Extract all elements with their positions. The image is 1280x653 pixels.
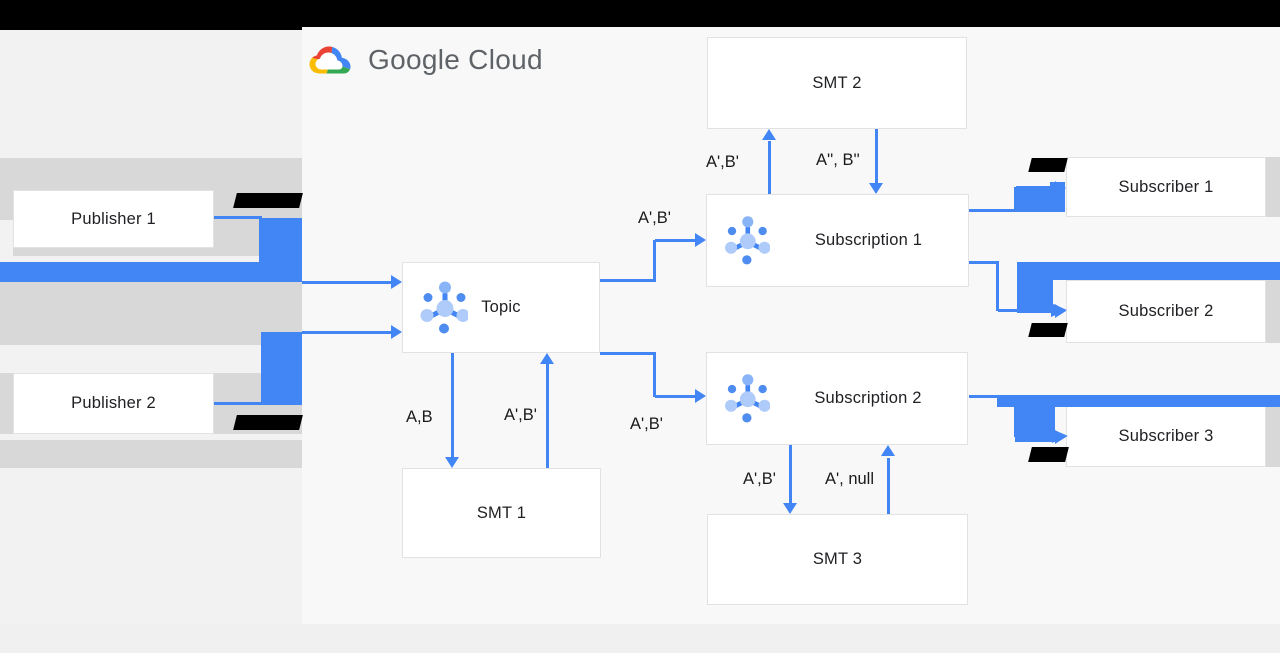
annotation-blue-block-subscriber2 [1017,280,1053,313]
edge-label-topic-sub1: A',B' [638,209,671,227]
subscriber-2-node: Subscriber 2 [1066,280,1266,343]
google-cloud-icon [309,46,351,74]
smt-2-label: SMT 2 [812,73,862,92]
edge-topic-sub2-seg2 [653,352,656,397]
edge-topic-sub1-seg1 [600,279,656,282]
publisher-2-node: Publisher 2 [13,373,214,434]
edge-sub1-subscriber1-seg1 [969,209,1016,212]
edge-into-topic-lower [302,331,391,334]
topic-label: Topic [481,298,521,316]
gray-strip-subscriber2 [1266,280,1280,343]
gray-band-publisher2-bottom [0,440,302,468]
edge-into-topic-upper [302,281,391,284]
annotation-blue-block-publisher1 [259,218,302,264]
top-black-bar [0,0,1280,27]
edge-topic-sub1-seg3 [655,239,696,242]
arrowhead-sub2-smt3 [783,503,797,514]
subscriber-2-label: Subscriber 2 [1118,302,1214,320]
edge-topic-sub2-seg1 [600,352,656,355]
subscription-2-label: Subscription 2 [814,389,922,407]
arrowhead-into-topic-lower [391,325,402,339]
black-mark-publisher2 [233,415,303,430]
annotation-blue-bar-publisher1 [0,262,302,282]
smt-1-node: SMT 1 [402,468,601,558]
gray-strip-subscriber1 [1266,157,1280,217]
smt-2-node: SMT 2 [707,37,967,129]
edge-label-smt3-sub2: A', null [825,470,875,488]
google-cloud-logo: Google Cloud [308,42,543,78]
bottom-gray-strip [0,624,1280,653]
edge-topic-sub2-seg3 [655,395,696,398]
annotation-blue-block-subscriber3 [1015,407,1055,442]
edge-sub2-smt3-down [789,445,792,504]
annotation-blue-tip-subscriber2 [1051,303,1067,317]
edge-label-smt1-topic: A',B' [504,406,537,424]
edge-topic-smt1-down [451,353,454,458]
annotation-blue-bar-subscriber2 [1017,262,1280,280]
edge-label-sub1-smt2: A',B' [706,153,739,171]
arrowhead-smt3-sub2 [881,445,895,456]
edge-topic-sub1-seg2 [653,240,656,282]
arrowhead-smt1-topic [540,353,554,364]
black-mark-subscriber1 [1028,158,1068,172]
edge-label-smt2-sub1: A'', B'' [816,151,860,169]
topic-node: Topic [402,262,600,353]
arrowhead-sub1-smt2 [762,129,776,140]
smt-1-label: SMT 1 [476,503,527,522]
annotation-blue-tip-subscriber3 [1052,429,1068,443]
arrowhead-topic-smt1 [445,457,459,468]
gray-strip-subscriber3 [1266,405,1280,467]
publisher-1-node: Publisher 1 [13,190,214,248]
black-mark-subscriber2 [1028,323,1068,337]
smt-3-label: SMT 3 [812,550,863,568]
publisher-1-label: Publisher 1 [71,209,156,228]
edge-sub1-subscriber2-seg1 [969,261,998,264]
edge-label-topic-smt1: A,B [406,408,433,426]
arrowhead-topic-sub1 [695,233,706,247]
arrowhead-smt2-sub1 [869,183,883,194]
subscriber-3-label: Subscriber 3 [1118,426,1214,445]
pubsub-subscription-1-icon [720,212,771,269]
top-black-bar-left-notch [0,27,302,30]
edge-label-sub2-smt3: A',B' [743,470,776,488]
edge-publisher1-out [214,216,262,219]
black-mark-subscriber3 [1028,447,1069,462]
pubsub-topic-icon [416,277,470,338]
subscriber-1-label: Subscriber 1 [1118,177,1214,196]
edge-sub1-subscriber1-seg2 [1014,187,1017,212]
arrowhead-into-topic-upper [391,275,402,289]
smt-3-node: SMT 3 [707,514,968,605]
subscriber-3-node: Subscriber 3 [1066,405,1266,467]
edge-smt2-sub1-down [875,129,878,184]
pubsub-subscription-2-icon [720,370,771,427]
subscription-1-label: Subscription 1 [814,231,923,249]
edge-label-topic-sub2: A',B' [630,415,663,433]
annotation-blue-bar-subscriber3 [997,395,1280,407]
subscription-1-node: Subscription 1 [706,194,969,287]
subscription-2-node: Subscription 2 [706,352,968,445]
annotation-blue-step-subscriber1 [1050,182,1065,192]
google-cloud-logo-text: Google Cloud [368,44,543,75]
publisher-2-label: Publisher 2 [71,394,156,412]
arrowhead-topic-sub2 [695,389,706,403]
edge-smt1-topic-up [546,364,549,468]
edge-sub1-subscriber2-seg2 [996,261,999,311]
edge-publisher2-out [214,402,262,405]
edge-sub1-smt2-up [768,141,771,194]
black-mark-publisher1 [233,193,303,208]
annotation-blue-block-publisher2 [261,332,302,405]
edge-sub2-subscriber3-seg1 [969,395,1016,398]
gray-band-middle [0,282,302,345]
subscriber-1-node: Subscriber 1 [1066,157,1266,217]
edge-smt3-sub2-up [887,458,890,514]
